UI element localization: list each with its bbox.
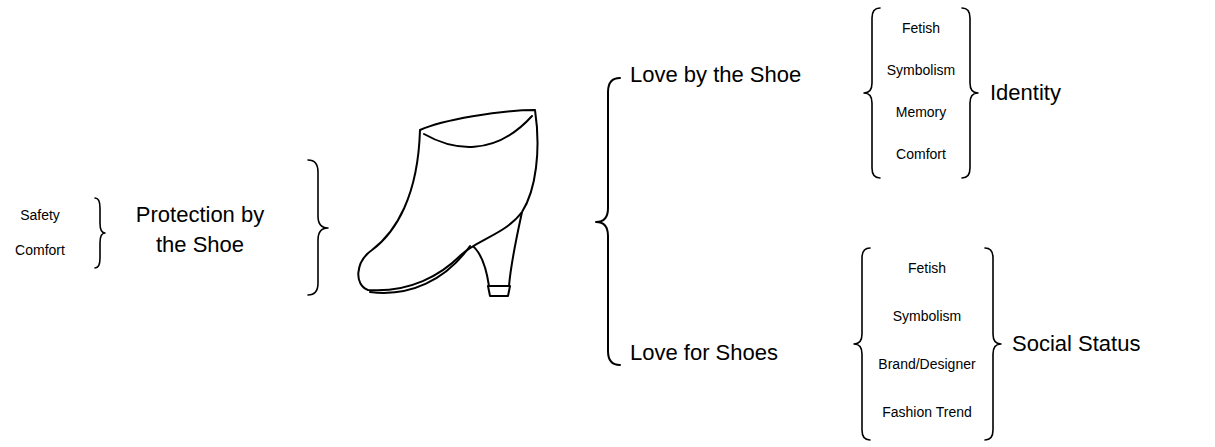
sub-item: Symbolism <box>887 62 955 79</box>
shoe-upper <box>358 110 537 290</box>
brace <box>864 8 880 178</box>
sub-item: Symbolism <box>893 308 961 325</box>
sub-item: Fashion Trend <box>882 404 972 421</box>
brace <box>95 198 105 268</box>
brace <box>962 8 978 178</box>
brace <box>596 78 620 365</box>
sub-item: Brand/Designer <box>878 356 975 373</box>
shoe-sole <box>370 246 470 293</box>
sub-item: Comfort <box>15 242 65 259</box>
brace <box>854 248 870 440</box>
shoe-illustration <box>358 110 537 296</box>
category-label: Love by the Shoe <box>630 62 801 88</box>
shoe-opening <box>424 116 532 147</box>
outcome-label: Identity <box>990 80 1061 106</box>
category-label: Protection by the Shoe <box>120 200 280 260</box>
brace <box>308 160 328 295</box>
sub-item: Safety <box>20 207 60 224</box>
sub-item: Memory <box>896 104 947 121</box>
sub-item: Fetish <box>902 20 940 37</box>
category-label: Love for Shoes <box>630 340 778 366</box>
brace <box>985 248 1001 440</box>
sub-item: Fetish <box>908 260 946 277</box>
shoe-heel-cap <box>488 286 510 296</box>
sub-item: Comfort <box>896 146 946 163</box>
outcome-label: Social Status <box>1012 331 1140 357</box>
